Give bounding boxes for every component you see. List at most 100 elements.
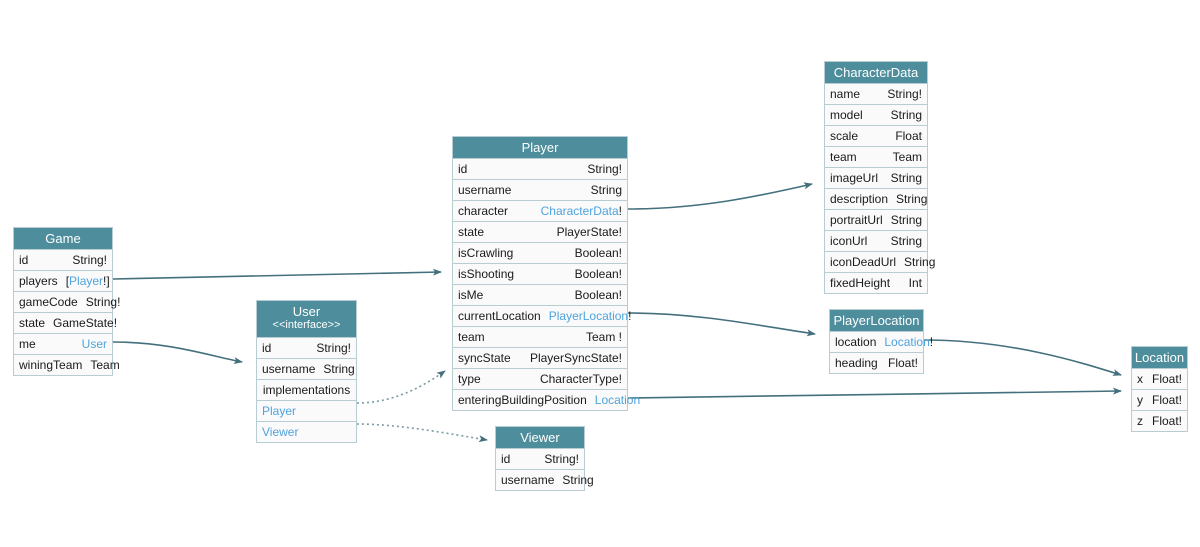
field-row: me User xyxy=(14,333,112,354)
field-row: location Location! xyxy=(830,331,933,352)
entity-user[interactable]: User <<interface>> id String! username S… xyxy=(256,300,357,443)
field-row: username String xyxy=(257,358,356,379)
edge-player-enteringbuildingposition-to-location xyxy=(627,387,1122,399)
field-type: String xyxy=(323,362,355,376)
field-type[interactable]: [Player!] xyxy=(66,271,110,291)
edge-player-currentlocation-to-playerlocation xyxy=(627,312,816,337)
field-name: portraitUrl xyxy=(830,213,883,227)
entity-viewer-title: Viewer xyxy=(496,427,584,448)
field-name: state xyxy=(458,225,485,239)
field-name: z xyxy=(1137,414,1143,428)
field-type: String xyxy=(890,234,922,248)
implementation-name[interactable]: Player xyxy=(262,404,297,418)
field-type: PlayerSyncState! xyxy=(529,351,622,365)
entity-player-title: Player xyxy=(453,137,627,158)
field-type: PlayerState! xyxy=(556,225,622,239)
field-type: Int xyxy=(908,276,922,290)
field-name: iconUrl xyxy=(830,234,868,248)
entity-user-name: User xyxy=(292,304,321,319)
field-row: username String xyxy=(496,469,594,490)
field-name: y xyxy=(1137,393,1143,407)
field-name: fixedHeight xyxy=(830,276,891,290)
field-name: winingTeam xyxy=(19,358,83,372)
non-null-marker: ! xyxy=(929,335,934,349)
entity-location[interactable]: Location x Float! y Float! z Float! xyxy=(1131,346,1188,432)
field-type: String! xyxy=(587,162,622,176)
field-row: id String! xyxy=(453,158,627,179)
field-name: description xyxy=(830,192,889,206)
field-row: username String xyxy=(453,179,627,200)
implementations-label-row: implementations xyxy=(257,379,356,400)
field-type[interactable]: PlayerLocation! xyxy=(548,309,632,323)
field-name: character xyxy=(458,204,509,218)
field-name: scale xyxy=(830,129,859,143)
field-name: username xyxy=(501,473,555,487)
field-type[interactable]: CharacterData! xyxy=(540,204,622,218)
field-type: Float! xyxy=(887,356,918,370)
field-row: team Team ! xyxy=(453,326,627,347)
field-name: syncState xyxy=(458,351,511,365)
field-name: x xyxy=(1137,372,1143,386)
field-type: GameState! xyxy=(53,316,118,330)
entity-character-data[interactable]: CharacterData name String! model String … xyxy=(824,61,935,294)
field-row: character CharacterData! xyxy=(453,200,627,221)
field-type: String! xyxy=(887,87,922,101)
field-name: model xyxy=(830,108,863,122)
field-name: players xyxy=(19,274,58,288)
edge-playerlocation-location-to-location xyxy=(923,339,1122,376)
field-name: id xyxy=(458,162,468,176)
list-open-bracket: [ xyxy=(65,274,70,288)
field-type: String xyxy=(590,183,622,197)
field-type: Team xyxy=(90,358,120,372)
field-type: Boolean! xyxy=(574,288,622,302)
field-type: Float! xyxy=(1151,414,1182,428)
entity-player-location[interactable]: PlayerLocation location Location! headin… xyxy=(829,309,933,374)
field-type: String xyxy=(890,108,922,122)
field-row: team Team xyxy=(825,146,927,167)
field-row: winingTeam Team xyxy=(14,354,120,375)
entity-location-title: Location xyxy=(1132,347,1187,368)
non-null-marker: ! xyxy=(103,274,107,288)
field-type[interactable]: Location xyxy=(594,393,641,407)
entity-user-title: User <<interface>> xyxy=(257,301,356,337)
field-name: isShooting xyxy=(458,267,515,281)
field-name: name xyxy=(830,87,861,101)
field-type: String xyxy=(904,255,936,269)
field-row: z Float! xyxy=(1132,410,1187,431)
field-row: description String xyxy=(825,188,927,209)
field-row: id String! xyxy=(257,337,356,358)
field-type: String xyxy=(896,192,928,206)
field-row: state PlayerState! xyxy=(453,221,627,242)
field-name: imageUrl xyxy=(830,171,879,185)
field-type: Boolean! xyxy=(574,246,622,260)
type-name: Player xyxy=(69,274,104,288)
field-row: isMe Boolean! xyxy=(453,284,627,305)
field-type: CharacterType! xyxy=(539,372,622,386)
field-name: iconDeadUrl xyxy=(830,255,897,269)
implementation-row-player[interactable]: Player xyxy=(257,400,356,421)
field-row: gameCode String! xyxy=(14,291,120,312)
field-name: enteringBuildingPosition xyxy=(458,393,587,407)
field-row: type CharacterType! xyxy=(453,368,627,389)
implementation-name[interactable]: Viewer xyxy=(262,425,299,439)
edge-user-implements-player xyxy=(356,370,446,404)
field-row: x Float! xyxy=(1132,368,1187,389)
field-row: fixedHeight Int xyxy=(825,272,927,293)
entity-player-location-title: PlayerLocation xyxy=(830,310,923,331)
entity-player[interactable]: Player id String! username String charac… xyxy=(452,136,640,411)
edge-game-me-to-user xyxy=(112,341,243,364)
edge-user-implements-viewer xyxy=(356,423,488,443)
field-row: enteringBuildingPosition Location xyxy=(453,389,640,410)
entity-viewer[interactable]: Viewer id String! username String xyxy=(495,426,594,491)
field-row: model String xyxy=(825,104,927,125)
field-type: Team xyxy=(892,150,922,164)
field-type[interactable]: Location! xyxy=(884,335,934,349)
field-name: type xyxy=(458,372,481,386)
implementation-row-viewer[interactable]: Viewer xyxy=(257,421,356,442)
field-type: String! xyxy=(72,253,107,267)
edge-game-players-to-player xyxy=(112,268,442,280)
entity-game[interactable]: Game id String! players [Player!] gameCo… xyxy=(13,227,120,376)
field-type: Float! xyxy=(1151,372,1182,386)
field-type[interactable]: User xyxy=(81,337,107,351)
field-name: id xyxy=(19,253,29,267)
